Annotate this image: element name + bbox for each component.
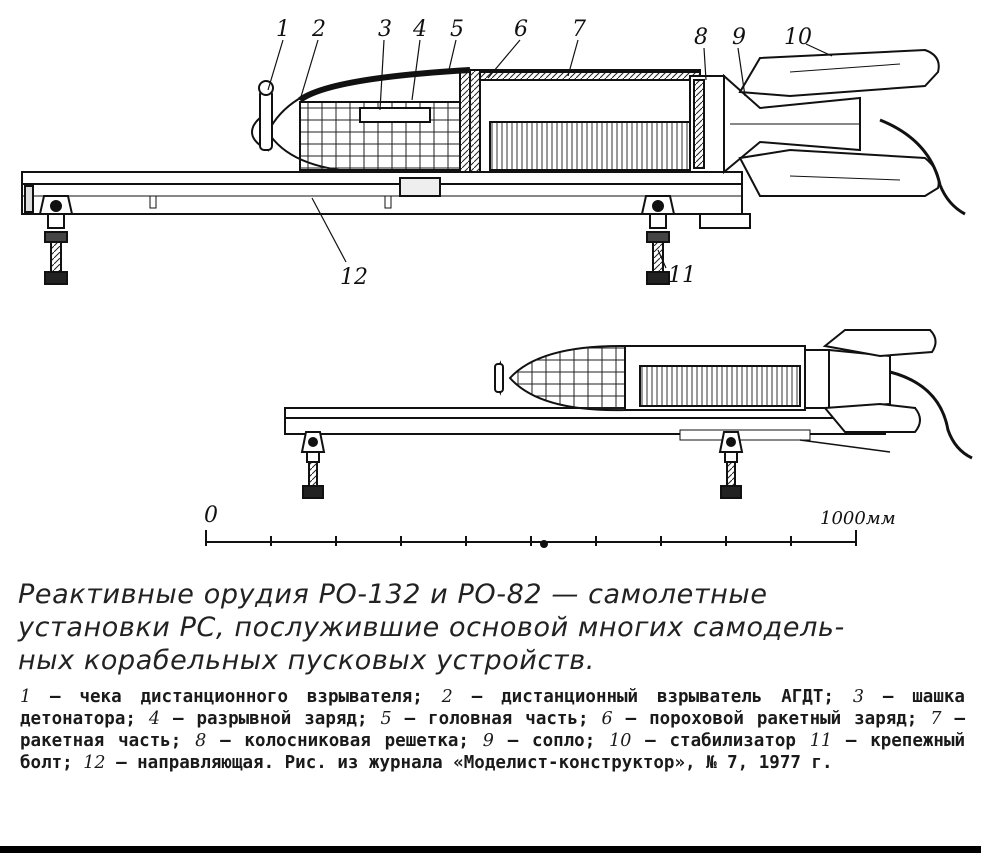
part-label-9: 9 — [732, 25, 746, 50]
rocket-ro82 — [494, 329, 973, 460]
legend-item: 5 — головная часть; — [380, 709, 589, 729]
legend-item: 3 — шашка детонатора; — [20, 687, 965, 729]
ro82-drawing — [284, 329, 973, 499]
part-label-10: 10 — [784, 25, 812, 50]
caption-title-line: установки РС, послужившие основой многих… — [18, 612, 845, 643]
legend-item: 2 — дистанционный взрыватель АГДТ; — [441, 687, 834, 707]
part-label-6: 6 — [514, 17, 528, 42]
part-label-4: 4 — [412, 17, 427, 42]
part-label-7: 7 — [572, 17, 586, 42]
legend-item: 7 — ракетная часть; — [20, 709, 965, 751]
scale-end-label: 1000мм — [820, 508, 896, 529]
legend-item: 8 — колосниковая решетка; — [195, 731, 469, 751]
scale-start-label: 0 — [204, 503, 218, 528]
part-label-5: 5 — [450, 17, 464, 42]
mount-bracket-upper-right — [640, 195, 676, 285]
mount-bracket-upper-left — [38, 195, 74, 285]
bottom-border — [0, 846, 981, 853]
legend-item: 4 — разрывной заряд; — [148, 709, 368, 729]
guide-rail-lower — [284, 407, 916, 453]
launcher-technical-drawing: 1 2 3 4 5 6 7 8 9 10 11 12 — [21, 17, 973, 548]
legend-item: 10 — стабилизатор — [609, 731, 796, 751]
legend-item: 1 — чека дистанционного взрывателя; — [20, 687, 423, 707]
scale-bar: 0 1000мм — [204, 503, 896, 548]
part-label-1: 1 — [276, 17, 290, 42]
figure-legend: 1 — чека дистанционного взрывателя; 2 — … — [20, 686, 965, 774]
part-label-8: 8 — [694, 25, 708, 50]
rocket-ro132 — [250, 48, 966, 216]
legend-item: 9 — сопло; — [482, 731, 596, 751]
legend-item: 6 — пороховой ракетный заряд; — [601, 709, 918, 729]
mount-bracket-lower-right — [718, 431, 744, 499]
leader-lines — [267, 39, 833, 269]
part-label-11: 11 — [668, 263, 696, 288]
part-label-3: 3 — [378, 17, 392, 42]
caption-title-line: ных корабельных пусковых устройств. — [18, 645, 595, 676]
ro132-drawing — [21, 48, 966, 285]
caption-title-line: Реактивные орудия РО-132 и РО-82 — самол… — [18, 579, 768, 610]
part-label-2: 2 — [311, 17, 326, 42]
part-labels: 1 2 3 4 5 6 7 8 9 10 11 12 — [276, 17, 812, 290]
mount-bracket-lower-left — [300, 431, 326, 499]
part-label-12: 12 — [340, 265, 368, 290]
figure-caption-title: Реактивные орудия РО-132 и РО-82 — самол… — [18, 578, 968, 677]
guide-rail-upper — [21, 171, 751, 229]
legend-item: 11 — крепежный болт; — [20, 731, 966, 773]
legend-item: 12 — направляющая. Рис. из журнала «Моде… — [83, 753, 833, 773]
